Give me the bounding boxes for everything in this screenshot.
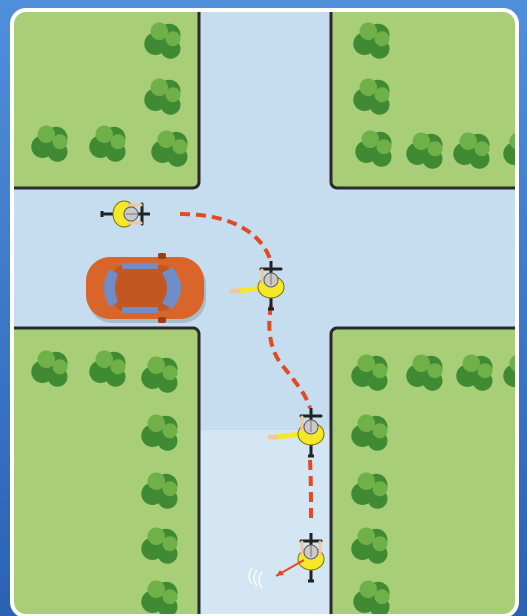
car [86,253,206,323]
road-highlight [200,430,330,616]
car-mirror-bottom [158,317,166,323]
car-roof [114,265,172,311]
car-mirror-top [158,253,166,259]
car-side-window-bottom [122,307,158,313]
car-side-window-top [122,263,158,269]
